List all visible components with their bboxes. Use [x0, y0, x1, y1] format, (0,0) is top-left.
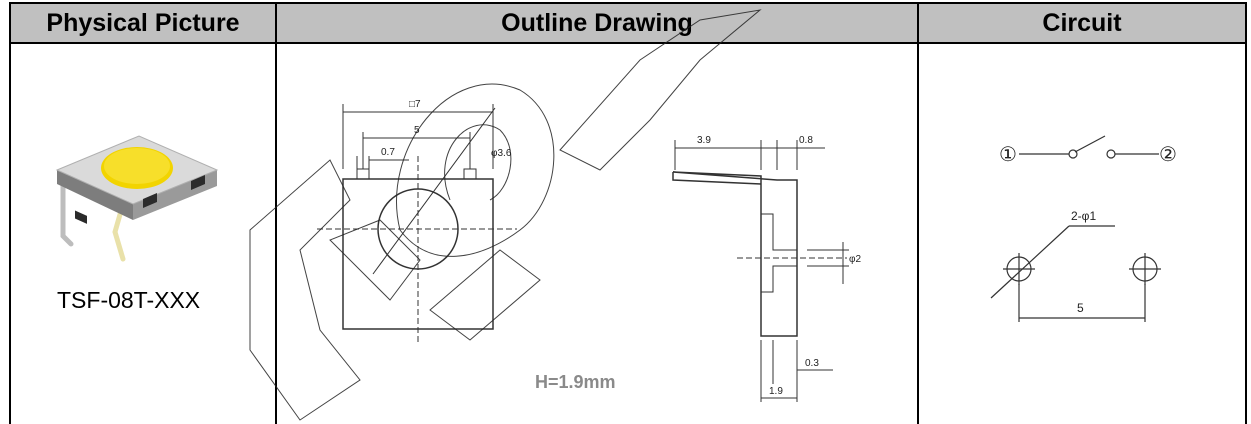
circuit-cell: ① ② 2-φ1 5: [917, 43, 1247, 424]
outline-drawing-cell: □7 5 0.7 φ3.6 3.9 0.8 φ2 0.3 1.9: [275, 43, 919, 424]
dim-height: 1.9: [769, 386, 783, 397]
dim-pin: 0.7: [381, 147, 395, 158]
outline-drawing: □7 5 0.7 φ3.6 3.9 0.8 φ2 0.3 1.9: [317, 99, 861, 402]
part-number: TSF-08T-XXX: [57, 287, 201, 313]
dim-side-thickness: 0.8: [799, 135, 813, 146]
spec-table: Physical Picture Outline Drawing Circuit: [9, 2, 1247, 424]
dim-side-length: 3.9: [697, 135, 711, 146]
header-circuit: Circuit: [917, 2, 1247, 44]
dim-square: □7: [409, 99, 421, 110]
dim-width: 5: [414, 125, 420, 136]
header-physical-picture: Physical Picture: [9, 2, 277, 44]
terminal-1-label: ①: [999, 144, 1017, 166]
height-note: H=1.9mm: [535, 372, 616, 392]
header-outline-drawing: Outline Drawing: [275, 2, 919, 44]
content-row: TSF-08T-XXX: [9, 43, 1247, 424]
dim-pin-diameter: φ2: [849, 254, 861, 265]
switch-photo: [55, 135, 219, 262]
physical-picture-cell: TSF-08T-XXX: [9, 43, 277, 424]
pitch-label: 5: [1077, 301, 1084, 315]
header-row: Physical Picture Outline Drawing Circuit: [9, 2, 1247, 44]
hole-spec-label: 2-φ1: [1071, 209, 1096, 223]
terminal-2-label: ②: [1159, 144, 1177, 166]
circuit-diagram: ① ② 2-φ1 5: [990, 135, 1177, 322]
dim-diameter: φ3.6: [491, 148, 512, 159]
dim-base-thickness: 0.3: [805, 358, 819, 369]
